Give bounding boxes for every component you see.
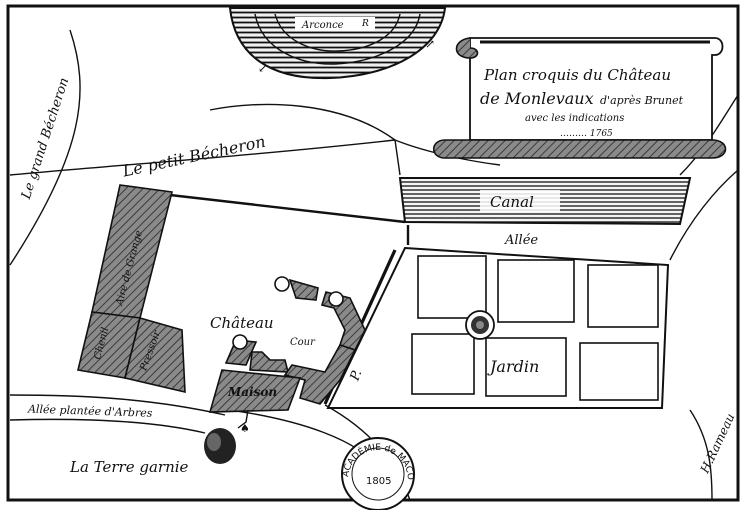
canal [398, 177, 692, 226]
title-line-2-main: de Monlevaux [480, 89, 594, 108]
svg-text:♠: ♠ [240, 422, 250, 435]
label-cour: Cour [290, 337, 316, 348]
arrow-left-icon: ↙ [258, 61, 268, 75]
title-line-3: avec les indications [525, 113, 624, 124]
tree-clump [204, 428, 236, 464]
boundary-wall [169, 193, 406, 224]
title-line-2-suffix: d'après Brunet [600, 94, 684, 107]
label-terre-garnie: La Terre garnie [69, 458, 189, 476]
farm-buildings [77, 184, 186, 394]
label-chateau: Château [210, 314, 274, 332]
label-allee: Allée [504, 233, 538, 248]
label-arcone-r: R [361, 19, 369, 29]
title-line-4: ……… 1765 [560, 129, 613, 139]
label-p: P. [347, 368, 365, 384]
label-canal: Canal [490, 193, 534, 211]
field-boundaries [9, 29, 739, 501]
label-jardin: Jardin [487, 357, 539, 376]
label-maison: Maison [227, 385, 277, 399]
label-allee-plantee: Allée plantée d'Arbres [27, 402, 153, 419]
arrow-right-icon: ↗ [425, 37, 435, 51]
label-arcone: Arconce [301, 20, 344, 31]
title-line-1: Plan croquis du Château [483, 66, 671, 84]
river-arconce [228, 7, 447, 80]
title-scroll [432, 37, 727, 159]
stamp-year: 1805 [366, 476, 391, 487]
chateau-buildings: ♠ [208, 276, 366, 435]
